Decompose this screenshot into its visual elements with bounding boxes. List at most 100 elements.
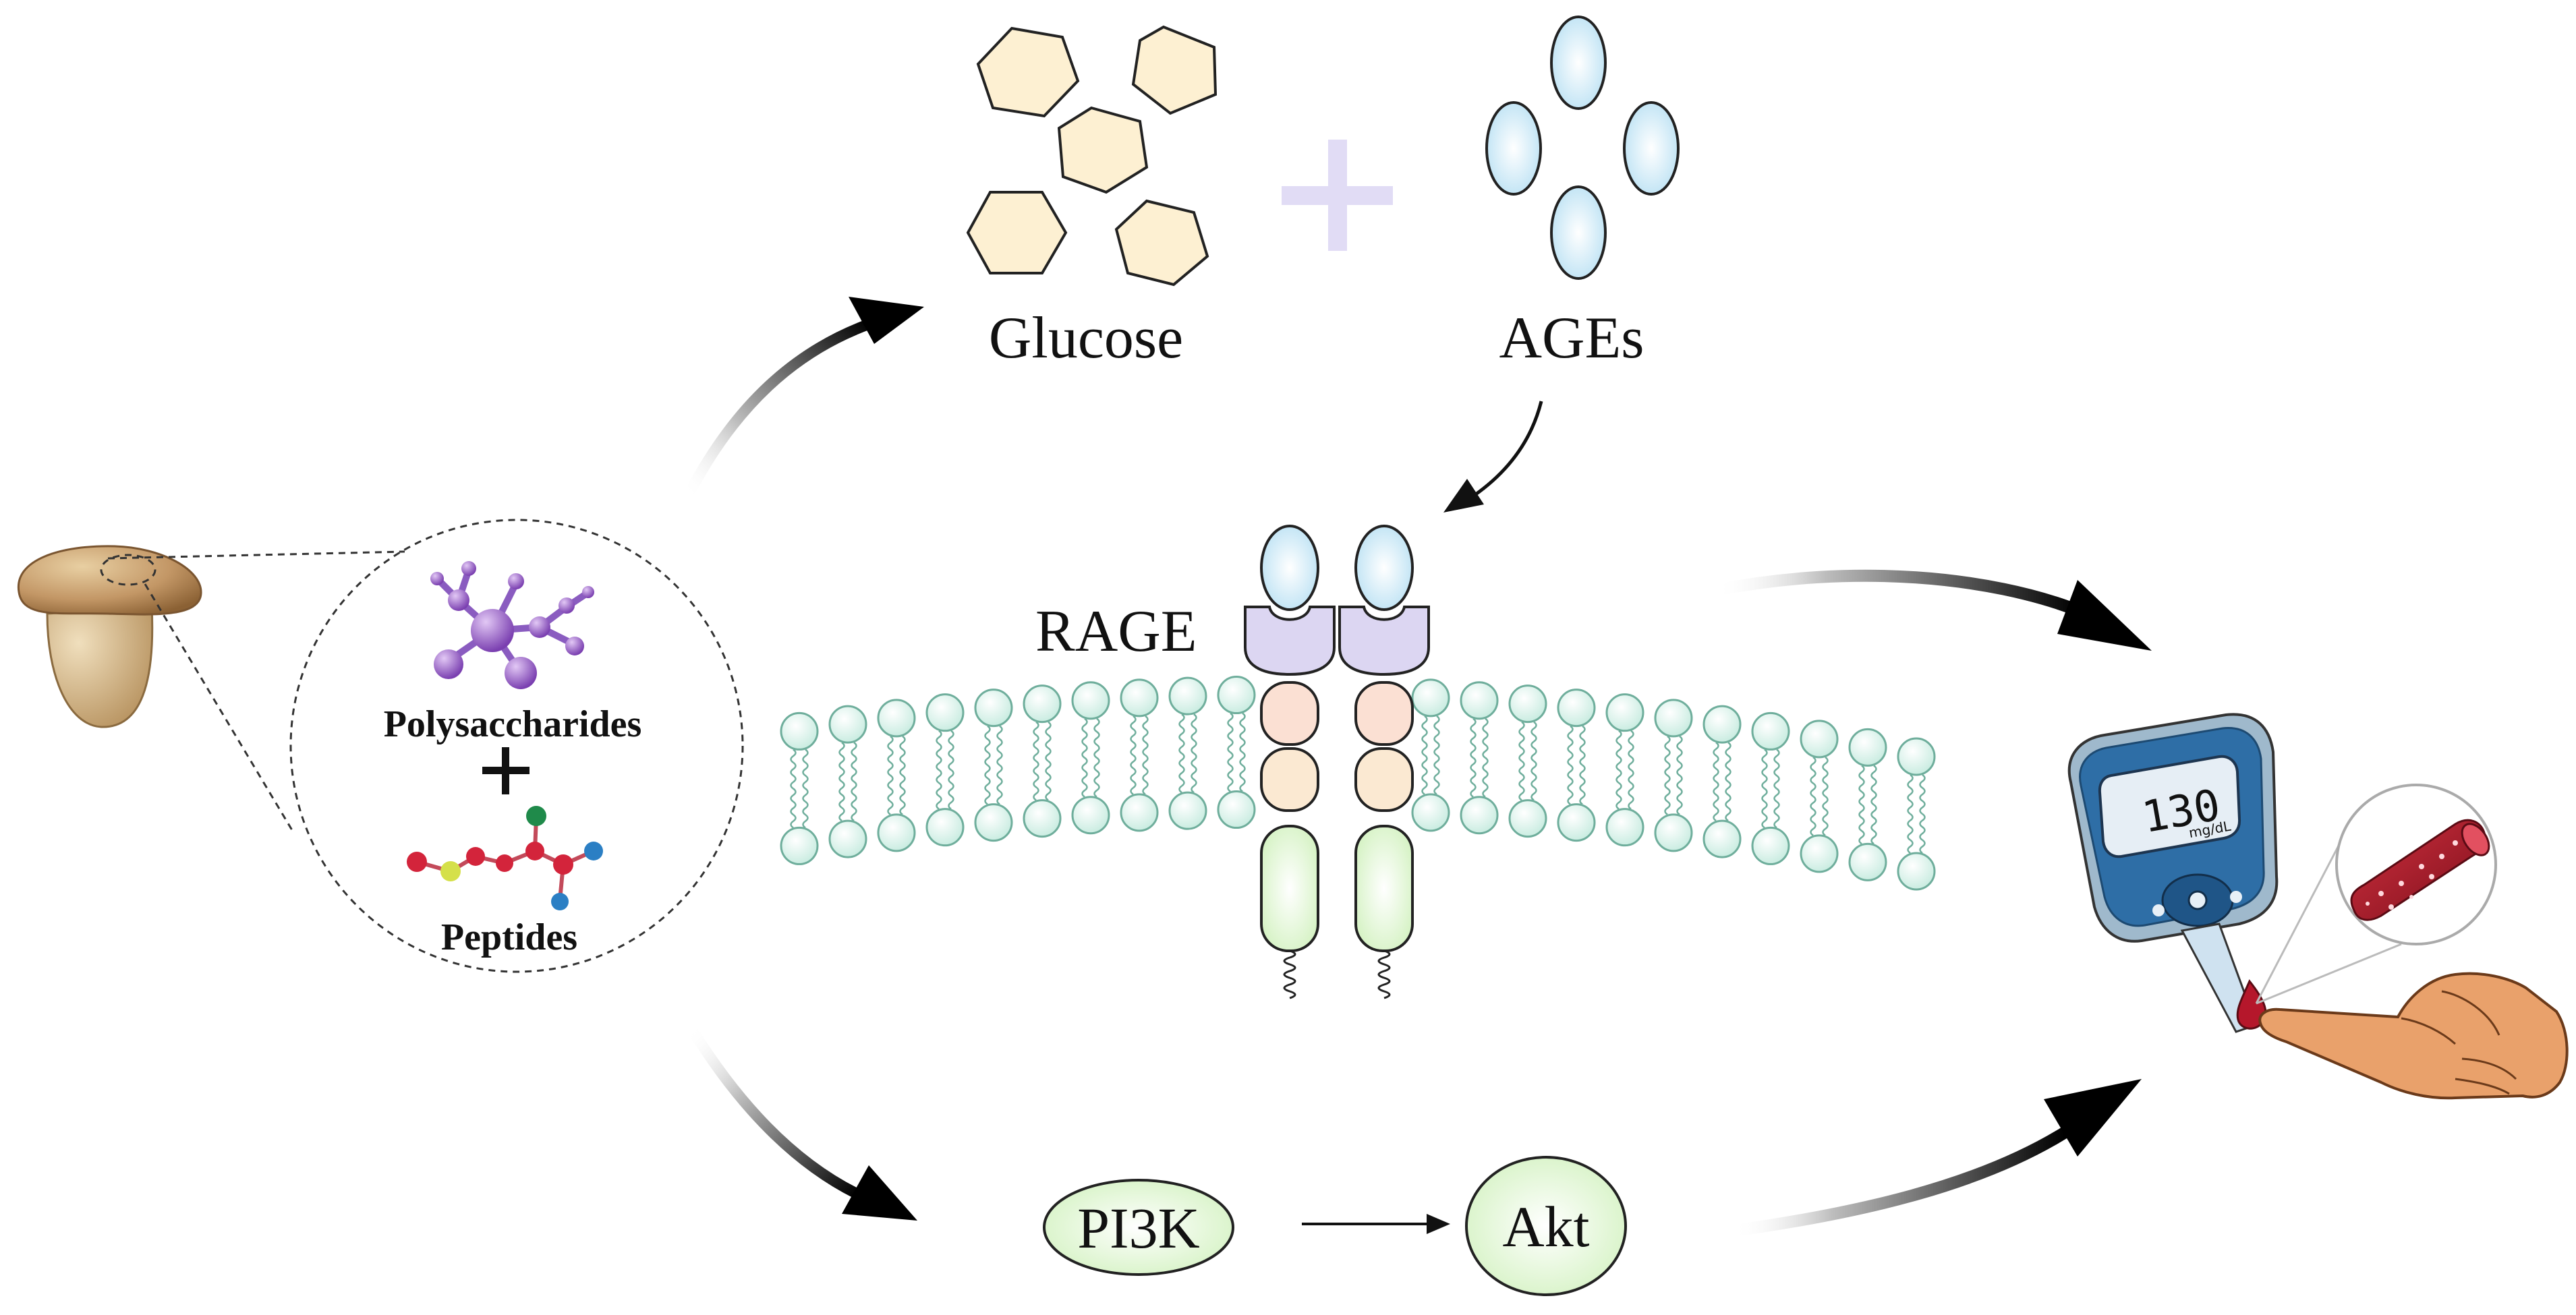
akt-node <box>1465 1156 1627 1296</box>
lipid-head <box>1168 676 1207 715</box>
arrow-membrane-to-meter <box>1711 569 2152 651</box>
lipid-tail <box>1870 804 1877 845</box>
ages-ellipse <box>1623 101 1680 196</box>
lipid-tail <box>802 749 809 790</box>
zoom-circle <box>289 519 744 973</box>
lipid-tail <box>1045 760 1052 801</box>
lipid-tail <box>1033 721 1039 762</box>
lipid-head <box>1605 693 1644 732</box>
lipid-tail <box>1081 718 1088 759</box>
lipid-tail <box>1081 757 1088 798</box>
peptides-label: Peptides <box>441 916 577 958</box>
pi3k-node <box>1043 1179 1234 1276</box>
lipid-tail <box>851 781 857 822</box>
lipid-tail <box>1579 764 1586 805</box>
lipid-tail <box>1919 813 1926 854</box>
ages-ellipse <box>1485 101 1542 196</box>
lipid-tail <box>887 774 894 815</box>
blood-vessel-icon <box>2350 819 2490 921</box>
lipid-tail <box>1761 788 1768 829</box>
lipid-head <box>780 711 819 751</box>
lipid-head <box>1800 834 1839 873</box>
glucose-hexagon <box>1131 25 1218 115</box>
akt-label: Akt <box>1503 1194 1590 1259</box>
lipid-head <box>1848 842 1887 881</box>
lipid-head <box>1897 852 1936 891</box>
glucose-hexagon <box>976 26 1080 118</box>
lipid-head <box>1460 796 1499 835</box>
glucose-hexagons <box>966 25 1218 287</box>
lipid-head <box>1702 819 1742 858</box>
lipid-tail <box>1567 764 1574 805</box>
rage-transmembrane-domain <box>1354 825 1414 952</box>
polysaccharide-molecule-icon <box>430 561 594 689</box>
lipid-tail <box>1858 804 1865 845</box>
rage-binding-domain <box>1338 606 1430 676</box>
lipid-tail <box>1530 721 1537 762</box>
lipid-tail <box>790 788 797 829</box>
lipid-head <box>1217 790 1256 829</box>
ages-ellipse <box>1550 185 1607 280</box>
zoom-lines <box>100 550 405 834</box>
lipid-tail <box>1518 760 1525 801</box>
lipid-tail <box>1628 730 1634 771</box>
lipid-head <box>925 808 965 847</box>
ages-ellipse <box>1550 16 1607 110</box>
glucose-label: Glucose <box>989 305 1183 371</box>
rage-ligand-ellipse <box>1260 525 1319 611</box>
lipid-tail <box>1615 730 1622 771</box>
lipid-tail <box>1239 712 1246 753</box>
rage-c1-domain <box>1354 681 1414 746</box>
lipid-tail <box>1664 735 1671 776</box>
lipid-tail <box>936 730 942 771</box>
lipid-tail <box>1676 735 1683 776</box>
lipid-tail <box>838 781 845 822</box>
lipid-head <box>974 689 1013 728</box>
plus-sign-small <box>482 747 529 794</box>
lipid-head <box>1557 803 1596 842</box>
lipid-tail <box>899 735 906 776</box>
lipid-tail <box>996 764 1003 805</box>
rage-cytoplasmic-tail <box>1283 949 1296 999</box>
lipid-tail <box>899 774 906 815</box>
lipid-tail <box>1470 757 1477 798</box>
lipid-tail <box>1227 712 1234 753</box>
rage-cytoplasmic-tail <box>1377 949 1391 999</box>
lipid-tail <box>1615 769 1622 810</box>
lipid-head <box>828 705 867 744</box>
lipid-head <box>1800 720 1839 759</box>
finger-hand-icon <box>2258 972 2569 1100</box>
lipid-tail <box>1421 715 1428 756</box>
arrow-akt-to-meter <box>1727 1079 2142 1237</box>
rage-c2-domain <box>1260 747 1319 812</box>
lipid-head <box>1411 793 1450 832</box>
lipid-tail <box>1178 753 1185 794</box>
arrow-ages-to-rage <box>1443 401 1543 513</box>
lipid-tail <box>838 742 845 783</box>
lipid-tail <box>790 749 797 790</box>
lipid-tail <box>1664 774 1671 815</box>
lipid-head <box>1168 791 1207 830</box>
arrow-to-pi3k <box>686 1023 917 1221</box>
lipid-head <box>877 813 916 852</box>
lipid-head <box>1702 705 1742 744</box>
lipid-tail <box>1907 813 1914 854</box>
lipid-tail <box>1530 760 1537 801</box>
lipid-head <box>1023 684 1062 724</box>
lipid-tail <box>1761 749 1768 790</box>
rage-c1-domain <box>1260 681 1319 746</box>
lipid-head <box>925 693 965 732</box>
lipid-tail <box>802 788 809 829</box>
rage-ligand-ellipse <box>1354 525 1414 611</box>
lipid-head <box>877 699 916 738</box>
lipid-tail <box>1713 742 1719 783</box>
lipid-tail <box>1093 757 1100 798</box>
lipid-tail <box>1033 760 1039 801</box>
lipid-tail <box>984 725 991 766</box>
lipid-tail <box>1810 795 1816 836</box>
lipid-tail <box>1628 769 1634 810</box>
lipid-tail <box>1810 756 1816 797</box>
lipid-tail <box>1870 765 1877 806</box>
lipid-tail <box>1130 715 1137 756</box>
lipid-head <box>1605 808 1644 847</box>
